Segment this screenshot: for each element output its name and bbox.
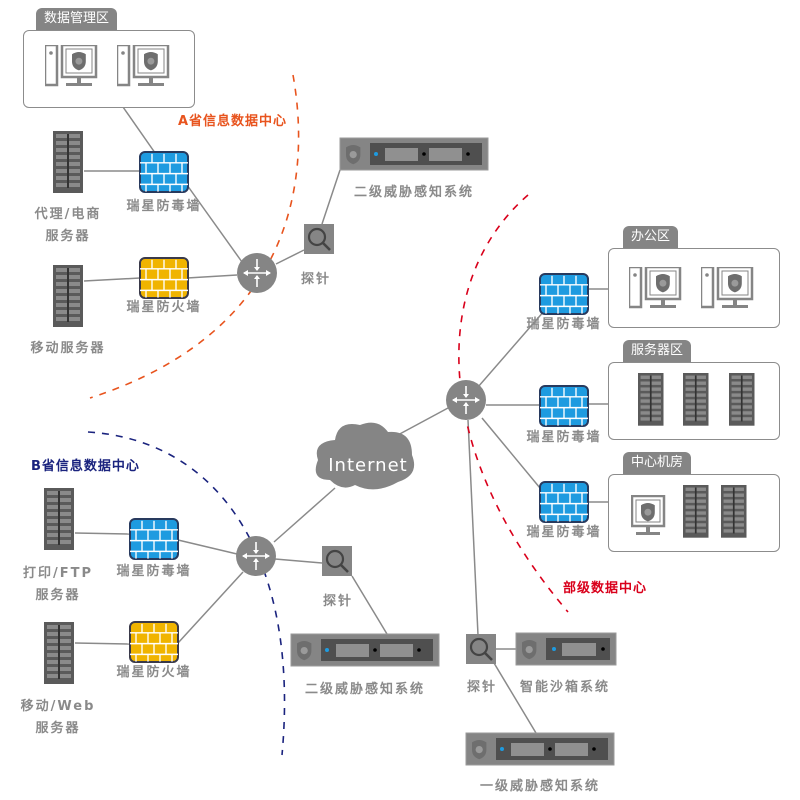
b-province-boundary [87,431,286,756]
link-router-b-probe [274,558,323,564]
a-province-boundary [89,74,300,399]
b-probe-icon[interactable] [320,544,354,578]
b-print-server-label-2: 服务器 [35,588,81,603]
b-probe-label: 探针 [322,594,353,609]
m-antivirus-wall-3-label: 瑞星防毒墙 [526,525,602,540]
a-proxy-server-icon[interactable] [53,131,83,193]
a-province-label: A省信息数据中心 [178,114,288,129]
link-probe-threat-b [351,575,388,635]
link-fw-router-b [177,539,238,555]
link-mobileweb-fwall [74,642,131,645]
link-mobile-fwall [83,277,141,282]
pc-icon [45,45,105,89]
link-probe-threat-m [493,662,537,734]
m-antivirus-wall-3-icon[interactable] [540,482,588,522]
link-router-m-fw1 [477,309,546,388]
server-rack-icon [683,485,709,538]
zone-tab-center-room: 中心机房 [623,452,692,474]
link-router-probe-a [275,249,305,265]
link-router-m-probe [467,419,479,636]
a-firewall-icon[interactable] [140,258,188,298]
a-threat-system-label: 二级威胁感知系统 [353,185,474,200]
m-threat-system-appliance[interactable] [466,733,614,765]
zone-center-room[interactable] [608,474,780,552]
ministry-label: 部级数据中心 [563,581,648,596]
zone-tab-data-mgmt: 数据管理区 [36,8,118,30]
router-b[interactable] [235,535,277,577]
pc-icon [117,45,177,89]
m-sandbox-appliance[interactable] [516,633,616,665]
b-firewall-icon[interactable] [130,622,178,662]
server-rack-icon [729,373,755,426]
b-mobile-server-label-1: 移动/Web [20,699,96,714]
link-print-fw [74,532,131,535]
a-mobile-server-label: 移动服务器 [30,341,106,356]
zone-data-mgmt[interactable] [23,30,195,108]
ministry-boundary [458,194,569,613]
m-probe-label: 探针 [466,680,497,695]
b-threat-system-label: 二级威胁感知系统 [304,682,425,697]
monitor-icon [631,495,666,535]
m-threat-system-label: 一级威胁感知系统 [479,779,600,794]
m-sandbox-label: 智能沙箱系统 [519,680,610,695]
a-probe-icon[interactable] [302,222,336,256]
internet-label: Internet [328,455,407,476]
m-probe-icon[interactable] [464,632,498,666]
m-antivirus-wall-1-label: 瑞星防毒墙 [526,317,602,332]
link-fwall-router-b [177,571,244,644]
zone-office[interactable] [608,248,780,328]
link-fw-router-a [186,184,243,263]
link-fwall-router-a [186,274,238,279]
b-antivirus-wall-icon[interactable] [130,519,178,559]
zone-tab-office: 办公区 [623,226,679,248]
link-router-m-fw3 [481,417,541,489]
server-rack-icon [638,373,664,426]
b-antivirus-wall-label: 瑞星防毒墙 [116,564,192,579]
a-firewall-label: 瑞星防火墙 [126,300,202,315]
b-print-server-label-1: 打印/FTP [22,566,94,581]
link-probe-threat-a [321,169,341,225]
b-firewall-label: 瑞星防火墙 [116,665,192,680]
router-a[interactable] [236,252,278,294]
b-mobile-server-label-2: 服务器 [35,721,81,736]
pc-icon [701,267,761,311]
a-probe-label: 探针 [300,272,331,287]
pc-icon [629,267,689,311]
connection-lines [74,106,610,734]
a-proxy-server-label-1: 代理/电商 [34,207,102,222]
b-mobile-server-icon[interactable] [44,622,74,684]
server-rack-icon [683,373,709,426]
b-threat-system-appliance[interactable] [291,634,439,666]
a-antivirus-wall-icon[interactable] [140,152,188,192]
a-mobile-server-icon[interactable] [53,265,83,327]
m-antivirus-wall-2-label: 瑞星防毒墙 [526,430,602,445]
zone-tab-server: 服务器区 [623,340,692,362]
a-antivirus-wall-label: 瑞星防毒墙 [126,199,202,214]
link-internet-router-m [395,407,449,437]
m-antivirus-wall-1-icon[interactable] [540,274,588,314]
link-router-b-internet [273,487,336,543]
server-rack-icon [721,485,747,538]
b-province-label: B省信息数据中心 [31,459,140,474]
b-print-server-icon[interactable] [44,488,74,550]
a-proxy-server-label-2: 服务器 [45,229,91,244]
m-antivirus-wall-2-icon[interactable] [540,386,588,426]
zone-server[interactable] [608,362,780,440]
internet-cloud[interactable]: Internet [315,422,415,490]
router-ministry[interactable] [445,379,487,421]
a-threat-system-appliance[interactable] [340,138,488,170]
